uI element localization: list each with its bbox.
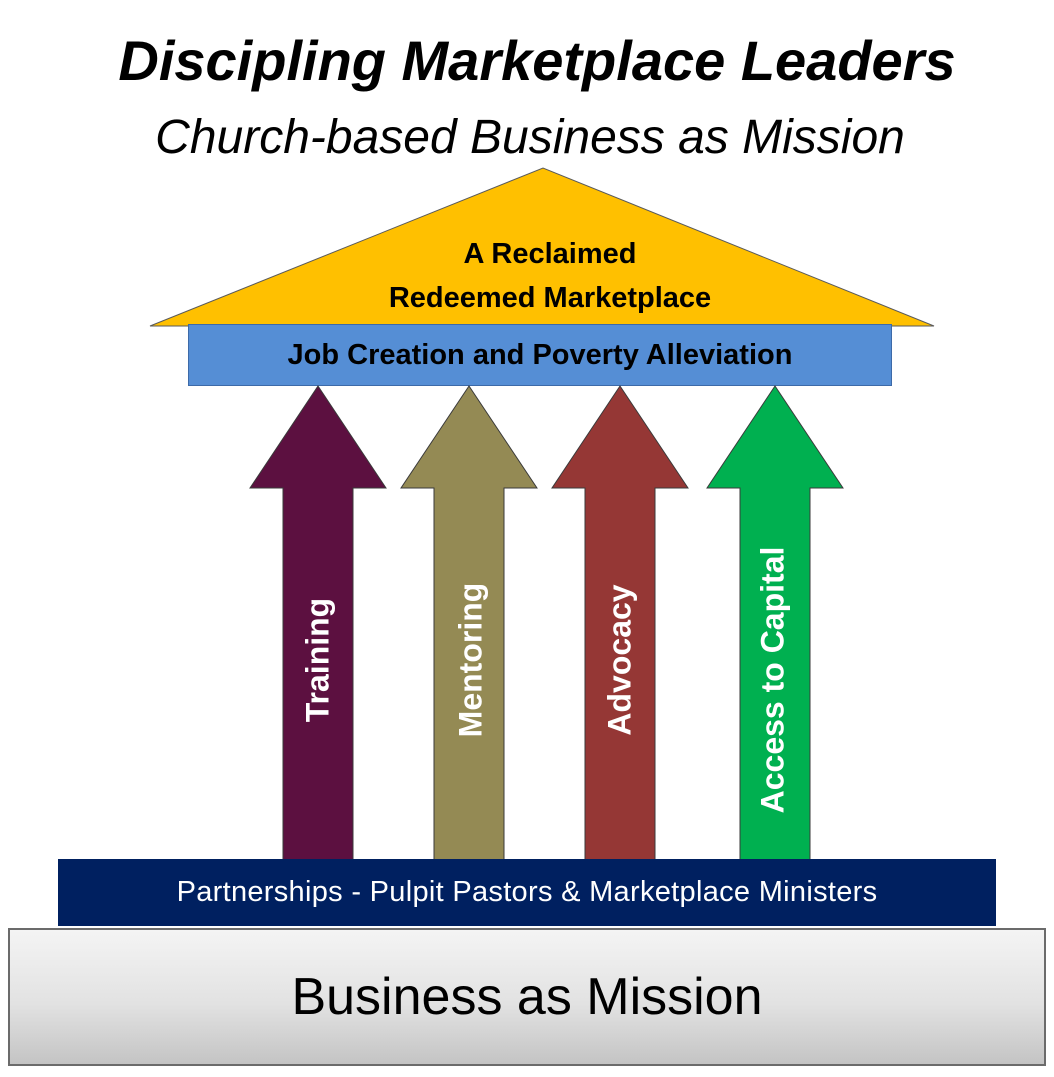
base-business-as-mission: Business as Mission: [8, 928, 1046, 1066]
foundation-partnerships: Partnerships - Pulpit Pastors & Marketpl…: [58, 859, 996, 926]
roof-line-2: Redeemed Marketplace: [388, 282, 712, 314]
pillar-label-training: Training: [299, 597, 336, 723]
beam-job-creation: Job Creation and Poverty Alleviation: [188, 324, 892, 386]
diagram-subtitle: Church-based Business as Mission: [155, 111, 905, 164]
pillar-label-access-to-capital: Access to Capital: [754, 546, 791, 814]
roof-line-1: A Reclaimed: [463, 238, 637, 270]
pillar-label-advocacy: Advocacy: [601, 584, 638, 736]
diagram-title: Discipling Marketplace Leaders: [118, 29, 956, 92]
pillar-label-mentoring: Mentoring: [452, 582, 489, 738]
